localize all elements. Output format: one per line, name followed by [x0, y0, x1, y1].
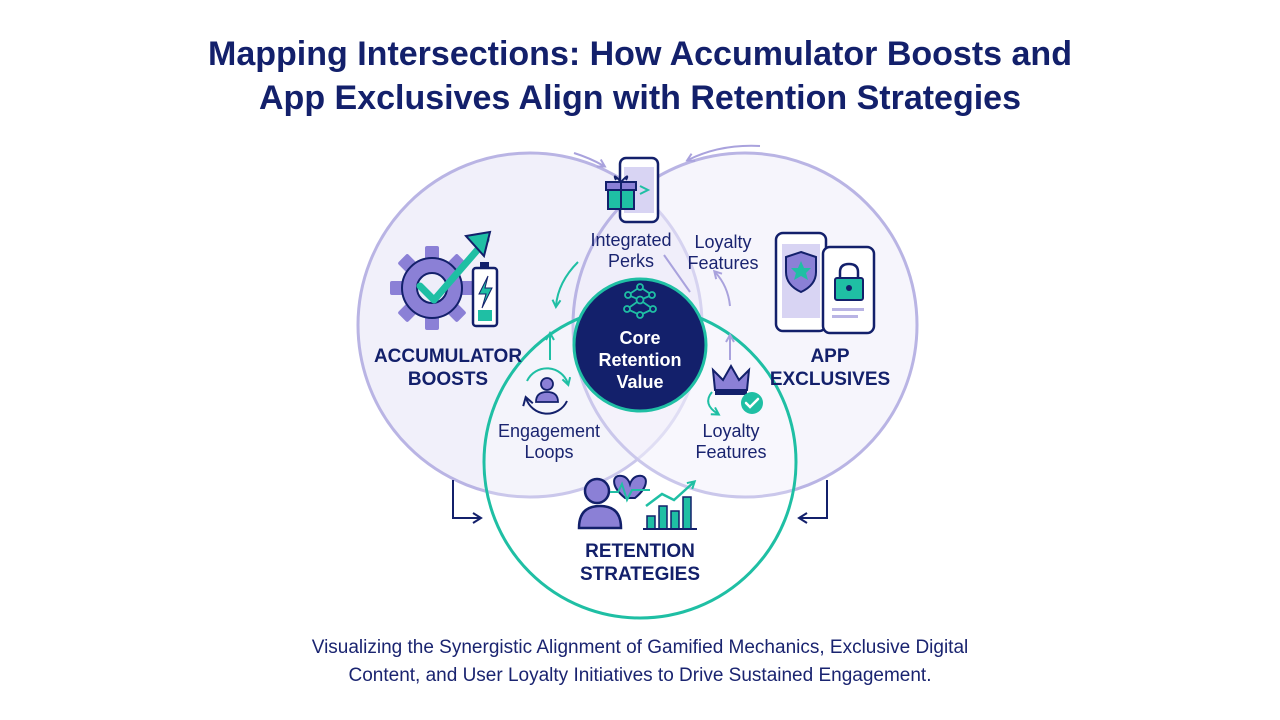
core-line-3: Value [616, 372, 663, 392]
title-line-1: Mapping Intersections: How Accumulator B… [208, 35, 1072, 73]
crown-check-icon [707, 363, 763, 414]
network-nodes-icon [623, 283, 657, 319]
integrated-perks-line-1: Integrated [590, 230, 671, 250]
engagement-loops-line-1: Engagement [498, 421, 600, 441]
arrow-loyalty-top [715, 272, 731, 307]
app-label-line-2: EXCLUSIVES [770, 369, 890, 390]
accumulator-label-line-2: BOOSTS [408, 369, 488, 390]
circle-app-exclusives [571, 151, 919, 499]
arrow-bottom-right [797, 480, 828, 524]
subtitle-line-1: Visualizing the Synergistic Alignment of… [311, 637, 969, 658]
loyalty-top-line-1: Loyalty [694, 232, 751, 252]
core-line-2: Retention [599, 350, 682, 370]
loyalty-bottom-line-2: Features [695, 442, 766, 462]
arrow-bottom-left [452, 480, 483, 524]
user-heart-chart-icon [577, 474, 697, 530]
loyalty-top-line-2: Features [687, 253, 758, 273]
user-cycle-icon [522, 367, 568, 415]
phone-lock-icon [774, 231, 876, 335]
subtitle-line-2: Content, and User Loyalty Initiatives to… [348, 665, 932, 686]
arrow-top-left [573, 152, 604, 166]
app-label-line-1: APP [810, 346, 849, 367]
arrow-perks-to-loops [556, 261, 579, 306]
gear-check-battery-icon [390, 230, 499, 330]
loyalty-bottom-line-1: Loyalty [702, 421, 759, 441]
engagement-loops-line-2: Loops [524, 442, 573, 462]
connector-line [663, 254, 691, 293]
page-subtitle: Visualizing the Synergistic Alignment of… [0, 634, 1280, 690]
accumulator-label-line-1: ACCUMULATOR [374, 346, 522, 367]
page-title: Mapping Intersections: How Accumulator B… [0, 32, 1280, 120]
phone-gift-icon [605, 156, 660, 224]
integrated-perks-line-2: Perks [608, 251, 654, 271]
arrow-top-right [688, 144, 761, 160]
retention-label-line-2: STRATEGIES [580, 564, 700, 585]
retention-label-line-1: RETENTION [585, 541, 695, 562]
title-line-2: App Exclusives Align with Retention Stra… [259, 79, 1021, 117]
core-line-1: Core [619, 328, 660, 348]
core-retention-value: Core Retention Value [572, 277, 708, 413]
